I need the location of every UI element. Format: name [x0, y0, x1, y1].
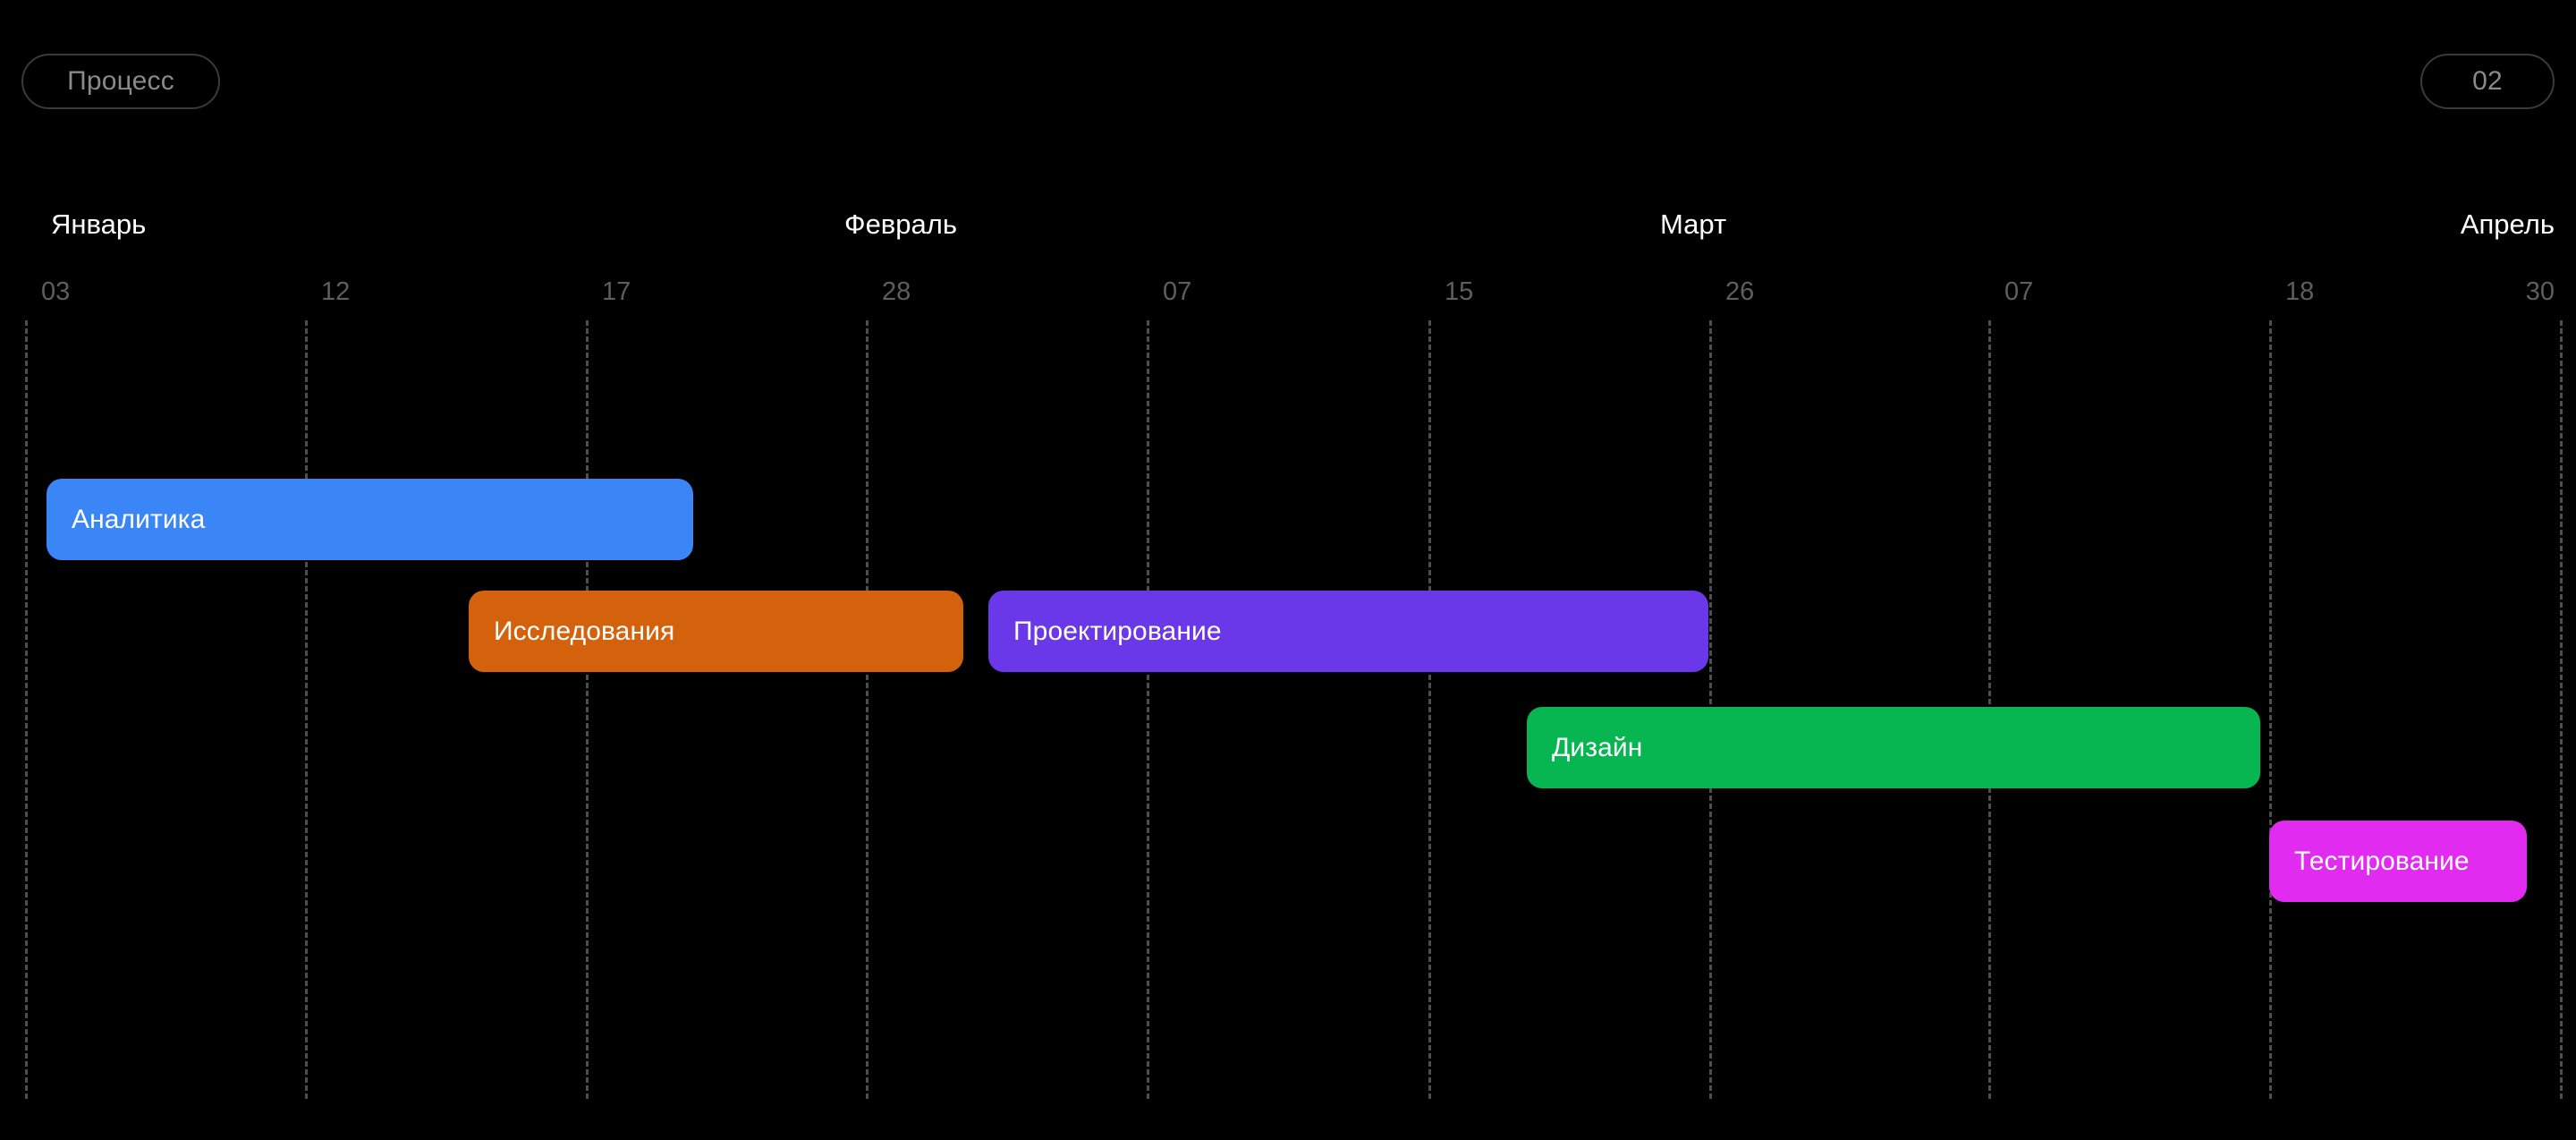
day-tick-label: 07	[2004, 277, 2034, 306]
gridline	[2269, 320, 2272, 1099]
gantt-bar[interactable]: Тестирование	[2269, 821, 2527, 902]
day-tick-label: 30	[2525, 277, 2555, 306]
gridline	[1428, 320, 1431, 1099]
day-tick-label: 15	[1445, 277, 1474, 306]
section-label-pill[interactable]: Процесс	[21, 54, 220, 109]
gridline	[1147, 320, 1149, 1099]
gridline	[305, 320, 308, 1099]
gridline	[25, 320, 28, 1099]
section-label-text: Процесс	[67, 66, 174, 96]
gridline	[2560, 320, 2563, 1099]
page-number-text: 02	[2472, 66, 2503, 96]
month-label: Февраль	[844, 208, 957, 240]
day-tick-label: 07	[1163, 277, 1192, 306]
month-label: Январь	[51, 208, 147, 240]
day-tick-label: 03	[41, 277, 71, 306]
gantt-bar[interactable]: Дизайн	[1527, 707, 2260, 788]
month-label: Апрель	[2460, 208, 2555, 240]
slide-header: Процесс 02	[0, 0, 2576, 163]
page-number-pill[interactable]: 02	[2420, 54, 2555, 109]
gantt-bar[interactable]: Аналитика	[47, 479, 693, 560]
day-tick-label: 18	[2285, 277, 2315, 306]
gridline	[586, 320, 589, 1099]
gantt-bar-label: Исследования	[494, 616, 675, 646]
gantt-bar-label: Тестирование	[2294, 846, 2470, 876]
gantt-bar[interactable]: Проектирование	[988, 591, 1708, 672]
gantt-bar-label: Аналитика	[72, 504, 206, 534]
month-label: Март	[1660, 208, 1727, 240]
gantt-bar-label: Дизайн	[1552, 732, 1643, 762]
day-tick-label: 28	[882, 277, 911, 306]
day-tick-label: 12	[321, 277, 351, 306]
gantt-bar-label: Проектирование	[1013, 616, 1222, 646]
day-tick-label: 26	[1725, 277, 1755, 306]
gantt-bar[interactable]: Исследования	[469, 591, 963, 672]
day-tick-label: 17	[602, 277, 631, 306]
gridline	[866, 320, 869, 1099]
